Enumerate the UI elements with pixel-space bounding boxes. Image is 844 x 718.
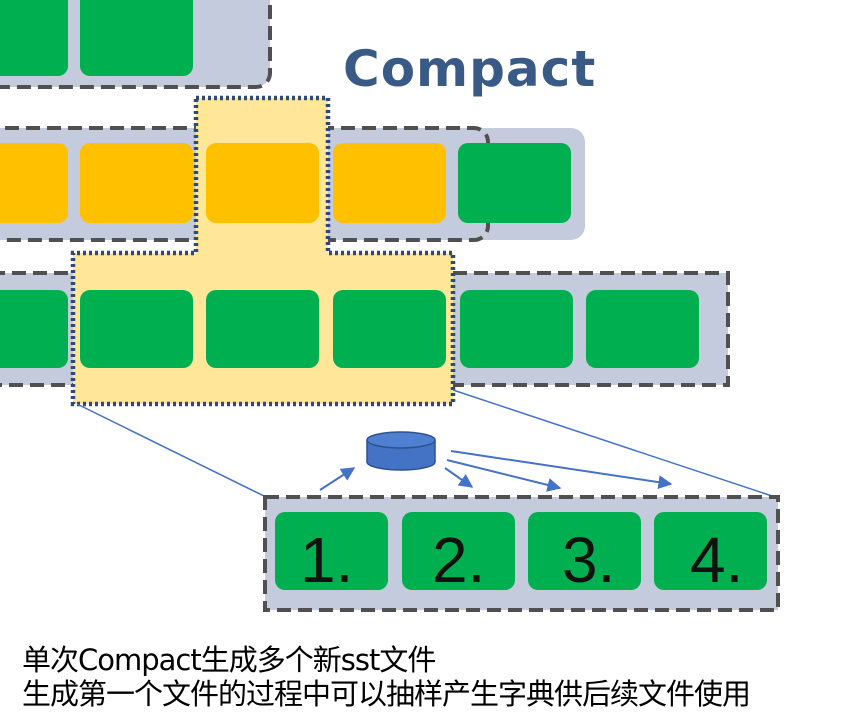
- file-number-3: 3.: [562, 524, 615, 596]
- file-number-4: 4.: [690, 524, 743, 596]
- level-1-files: [0, 143, 571, 223]
- sst-file-green: [80, 0, 193, 76]
- new-sst-file-2: [402, 512, 515, 590]
- zoom-line-right: [452, 389, 779, 499]
- zoom-line-left: [76, 403, 269, 499]
- dictionary-arrows: [319, 450, 673, 492]
- dictionary-database-icon: [366, 431, 436, 471]
- arrow-sample-to-dictionary: [319, 467, 356, 491]
- diagram-title: Compact: [343, 40, 597, 98]
- new-sst-file-1: [275, 512, 388, 590]
- sst-file-selected: [206, 143, 319, 223]
- sst-file-green: [333, 290, 446, 368]
- arrow-dictionary-to-file-3: [446, 459, 562, 492]
- output-level: 1. 2. 3. 4.: [263, 495, 780, 612]
- arrow-dictionary-to-file-2: [444, 467, 474, 488]
- arrow-dictionary-to-file-4: [450, 450, 673, 490]
- sst-file-green: [458, 143, 571, 223]
- sst-file-green: [460, 290, 573, 368]
- sst-file-green: [80, 290, 193, 368]
- caption-line-2: 生成第一个文件的过程中可以抽样产生字典供后续文件使用: [22, 677, 751, 711]
- sst-file-selected: [333, 143, 446, 223]
- level-2-files: [0, 290, 699, 368]
- level-0: [0, 0, 272, 89]
- sst-file-green: [0, 0, 68, 76]
- sst-file-green: [586, 290, 699, 368]
- sst-file-green: [206, 290, 319, 368]
- file-number-2: 2.: [432, 524, 485, 596]
- sst-file-selected: [80, 143, 193, 223]
- new-sst-file-3: [528, 512, 641, 590]
- new-sst-file-4: [654, 512, 767, 590]
- sst-file-green: [0, 290, 68, 368]
- sst-file-selected: [0, 143, 68, 223]
- file-number-1: 1.: [300, 524, 353, 596]
- caption-line-1: 单次Compact生成多个新sst文件: [22, 643, 436, 677]
